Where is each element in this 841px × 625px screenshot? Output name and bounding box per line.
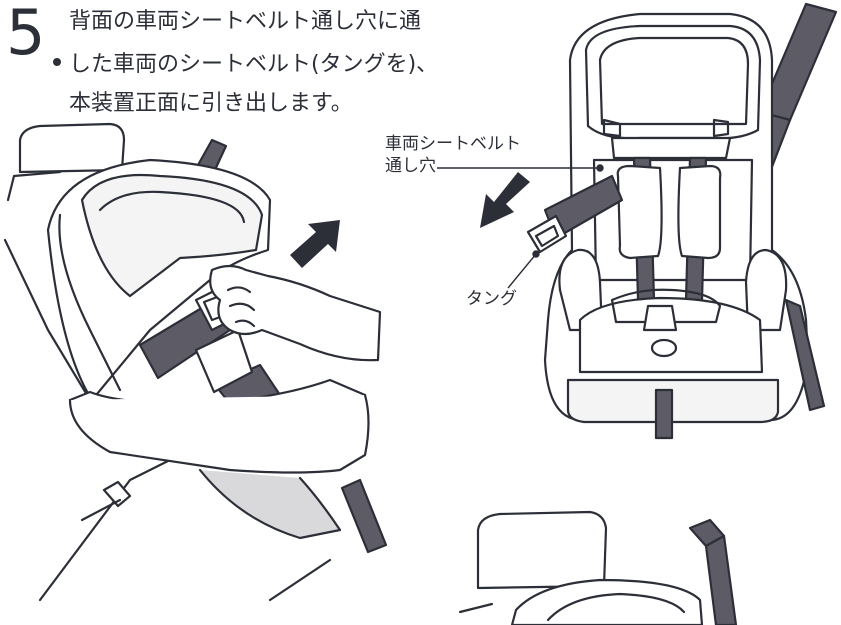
callout-belt-hole-line2: 通し穴 <box>385 156 436 176</box>
callout-leaders <box>437 164 604 289</box>
bottom-seat-illustration <box>458 510 738 625</box>
callout-tongue: タング <box>466 289 517 309</box>
step-number: 5 <box>6 0 46 69</box>
left-seat-illustration <box>3 122 388 602</box>
instruction-line-2: した車両のシートベルト(タングを)、 <box>69 52 439 77</box>
callout-belt-hole-line1: 車両シートベルト <box>385 134 521 154</box>
instruction-line-3: 本装置正面に引き出します。 <box>69 91 353 116</box>
arrow-down-left-icon <box>480 172 530 228</box>
step-bullet <box>53 58 61 66</box>
right-seat-illustration <box>526 2 838 440</box>
instruction-line-1: 背面の車両シートベルト通し穴に通 <box>69 9 422 34</box>
arrow-up-right-icon <box>290 220 340 268</box>
